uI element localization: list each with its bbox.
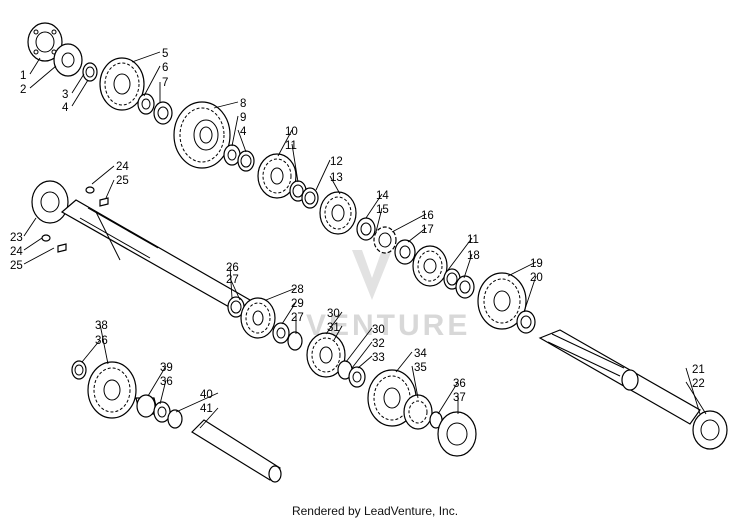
washer-36-lower	[153, 401, 171, 423]
callout-12: 12	[330, 156, 343, 168]
bushing-29	[272, 322, 290, 344]
callout-41: 41	[200, 403, 213, 415]
bearing-23	[31, 180, 69, 224]
callout-19: 19	[530, 258, 543, 270]
callout-33: 33	[372, 352, 385, 364]
gear-17-hub	[412, 245, 448, 287]
leader-lines	[23, 51, 707, 429]
washer-18	[455, 275, 475, 299]
callout-7: 7	[162, 77, 168, 89]
gear-35	[403, 394, 433, 430]
callout-20: 20	[530, 272, 543, 284]
callout-37: 37	[453, 392, 466, 404]
watermark-logo: VENTURE	[306, 250, 467, 342]
gear-8	[173, 101, 231, 169]
output-shaft-21	[538, 329, 701, 425]
gear-38	[87, 361, 137, 419]
callout-2: 2	[20, 84, 26, 96]
gear-10	[257, 153, 297, 199]
callout-29: 29	[291, 298, 304, 310]
bolt-24-25-bottom	[41, 234, 67, 253]
washer-7	[153, 101, 173, 125]
gear-28	[240, 297, 276, 339]
callout-10: 10	[285, 126, 298, 138]
callout-39: 39	[160, 362, 173, 374]
callout-34: 34	[414, 348, 427, 360]
callout-8: 8	[240, 98, 246, 110]
callout-26: 26	[226, 262, 239, 274]
callout-32: 32	[372, 338, 385, 350]
callout-38: 38	[95, 320, 108, 332]
callout-16: 16	[421, 210, 434, 222]
washer-27	[287, 331, 303, 351]
bushing-6	[137, 93, 155, 115]
countershaft-41	[191, 419, 282, 483]
render-credit: Rendered by LeadVenture, Inc.	[291, 504, 459, 518]
callout-1: 1	[20, 70, 26, 82]
bushing-15	[356, 217, 376, 241]
callout-5: 5	[162, 48, 168, 60]
callout-30: 30	[327, 308, 340, 320]
bearing-22	[692, 410, 728, 450]
gear-17	[394, 239, 416, 265]
callout-27: 27	[226, 274, 239, 286]
washer-4b	[237, 150, 255, 172]
washer-12	[301, 187, 319, 209]
callout-15: 15	[376, 204, 389, 216]
callout-36: 36	[453, 378, 466, 390]
washer-3	[82, 62, 98, 82]
callout-24-bottom: 24	[10, 246, 23, 258]
callout-11b: 11	[467, 234, 479, 246]
callout-22: 22	[692, 378, 705, 390]
bolt-24-25-top	[85, 186, 109, 207]
gear-5	[99, 57, 145, 111]
washer-33	[348, 366, 366, 388]
callout-25-bottom: 25	[10, 260, 23, 272]
callout-13: 13	[330, 172, 343, 184]
callout-27b: 27	[291, 312, 304, 324]
callout-14: 14	[376, 190, 389, 202]
main-shaft-23	[60, 199, 251, 313]
gear-30	[306, 332, 346, 378]
callout-labels: 1 2 3 4 5 6 7 8 9 4 10 11 12 13 14 15 16…	[10, 48, 705, 415]
callout-25-top: 25	[116, 175, 129, 187]
callout-40: 40	[200, 389, 213, 401]
callout-6: 6	[162, 62, 168, 74]
callout-36-left: 36	[95, 335, 108, 347]
callout-35: 35	[414, 362, 427, 374]
callout-23: 23	[10, 232, 23, 244]
callout-11: 11	[285, 140, 297, 152]
bushing-20	[516, 310, 536, 334]
collar-2	[53, 43, 83, 77]
washer-36-left	[71, 360, 87, 380]
gear-19	[477, 272, 527, 330]
callout-3: 3	[62, 89, 68, 101]
callout-4: 4	[62, 102, 69, 114]
callout-9: 9	[240, 112, 246, 124]
callout-4b: 4	[240, 126, 247, 138]
callout-36-lower: 36	[160, 376, 173, 388]
callout-30b: 30	[372, 324, 385, 336]
callout-18: 18	[467, 250, 480, 262]
washer-40	[167, 409, 183, 429]
gear-13	[319, 191, 357, 235]
callout-17: 17	[421, 224, 434, 236]
callout-31: 31	[327, 322, 340, 334]
callout-24-top: 24	[116, 161, 129, 173]
bearing-37	[437, 411, 477, 457]
washer-16	[373, 226, 397, 254]
callout-28: 28	[291, 284, 304, 296]
callout-21: 21	[692, 364, 705, 376]
